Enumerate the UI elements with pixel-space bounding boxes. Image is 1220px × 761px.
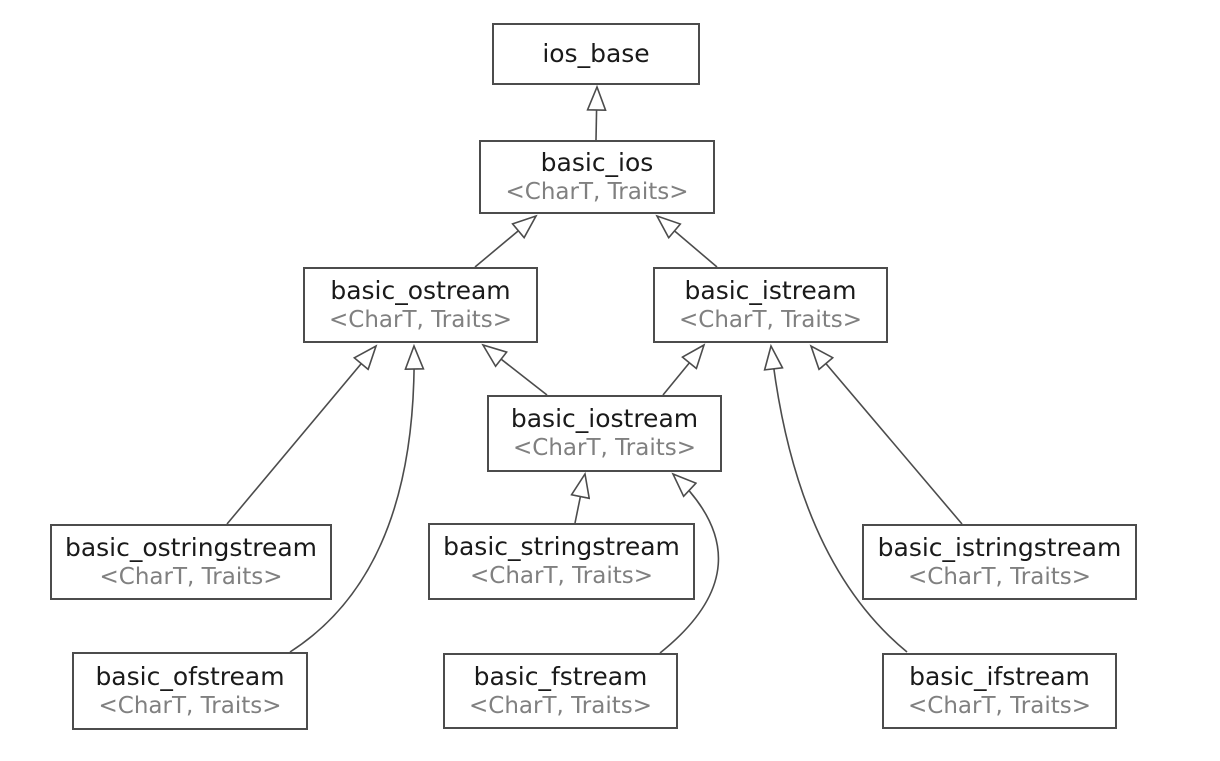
class-template-params: <CharT, Traits> xyxy=(512,435,696,462)
class-box-ios-base[interactable]: ios_base xyxy=(492,23,700,85)
arrow-basic-istream-to-basic-ios xyxy=(657,216,718,268)
class-template-params: <CharT, Traits> xyxy=(678,306,862,333)
class-box-basic-iostream[interactable]: basic_iostream <CharT, Traits> xyxy=(487,395,722,472)
class-template-params: <CharT, Traits> xyxy=(468,692,652,719)
arrow-basic-fstream-to-basic-iostream xyxy=(659,474,720,654)
class-box-basic-ifstream[interactable]: basic_ifstream <CharT, Traits> xyxy=(882,653,1117,729)
arrow-basic-iostream-to-basic-istream xyxy=(662,345,704,396)
arrow-basic-ifstream-to-basic-istream xyxy=(771,346,908,653)
class-title: basic_ofstream xyxy=(95,661,285,691)
class-title: basic_ios xyxy=(540,147,654,177)
class-title: basic_istringstream xyxy=(877,532,1122,562)
arrow-basic-iostream-to-basic-ostream xyxy=(483,345,548,396)
arrow-basic-ostream-to-basic-ios xyxy=(474,216,536,268)
arrow-basic-ios-to-ios-base xyxy=(596,87,597,141)
arrow-basic-istringstream-to-basic-istream xyxy=(811,346,963,525)
class-title: ios_base xyxy=(542,39,650,68)
class-template-params: <CharT, Traits> xyxy=(907,563,1091,590)
class-template-params: <CharT, Traits> xyxy=(505,178,689,205)
class-template-params: <CharT, Traits> xyxy=(469,563,653,590)
class-title: basic_ostringstream xyxy=(64,532,318,562)
class-box-basic-ios[interactable]: basic_ios <CharT, Traits> xyxy=(479,140,715,214)
class-title: basic_iostream xyxy=(510,404,699,434)
class-box-basic-ofstream[interactable]: basic_ofstream <CharT, Traits> xyxy=(72,652,308,730)
class-template-params: <CharT, Traits> xyxy=(907,692,1091,719)
class-box-basic-istream[interactable]: basic_istream <CharT, Traits> xyxy=(653,267,888,343)
class-title: basic_istream xyxy=(684,275,857,305)
class-title: basic_ifstream xyxy=(909,661,1090,691)
class-template-params: <CharT, Traits> xyxy=(99,563,283,590)
class-template-params: <CharT, Traits> xyxy=(328,306,512,333)
arrow-basic-ofstream-to-basic-ostream xyxy=(289,346,414,653)
class-box-basic-istringstream[interactable]: basic_istringstream <CharT, Traits> xyxy=(862,524,1137,600)
arrow-basic-stringstream-to-basic-iostream xyxy=(575,474,585,524)
class-box-basic-fstream[interactable]: basic_fstream <CharT, Traits> xyxy=(443,653,678,729)
class-title: basic_ostream xyxy=(330,275,511,305)
class-box-basic-stringstream[interactable]: basic_stringstream <CharT, Traits> xyxy=(428,523,695,600)
class-title: basic_stringstream xyxy=(443,532,680,562)
arrow-basic-ostringstream-to-basic-ostream xyxy=(226,346,376,525)
class-title: basic_fstream xyxy=(473,661,648,691)
class-template-params: <CharT, Traits> xyxy=(98,692,282,719)
class-box-basic-ostream[interactable]: basic_ostream <CharT, Traits> xyxy=(303,267,538,343)
class-box-basic-ostringstream[interactable]: basic_ostringstream <CharT, Traits> xyxy=(50,524,332,600)
